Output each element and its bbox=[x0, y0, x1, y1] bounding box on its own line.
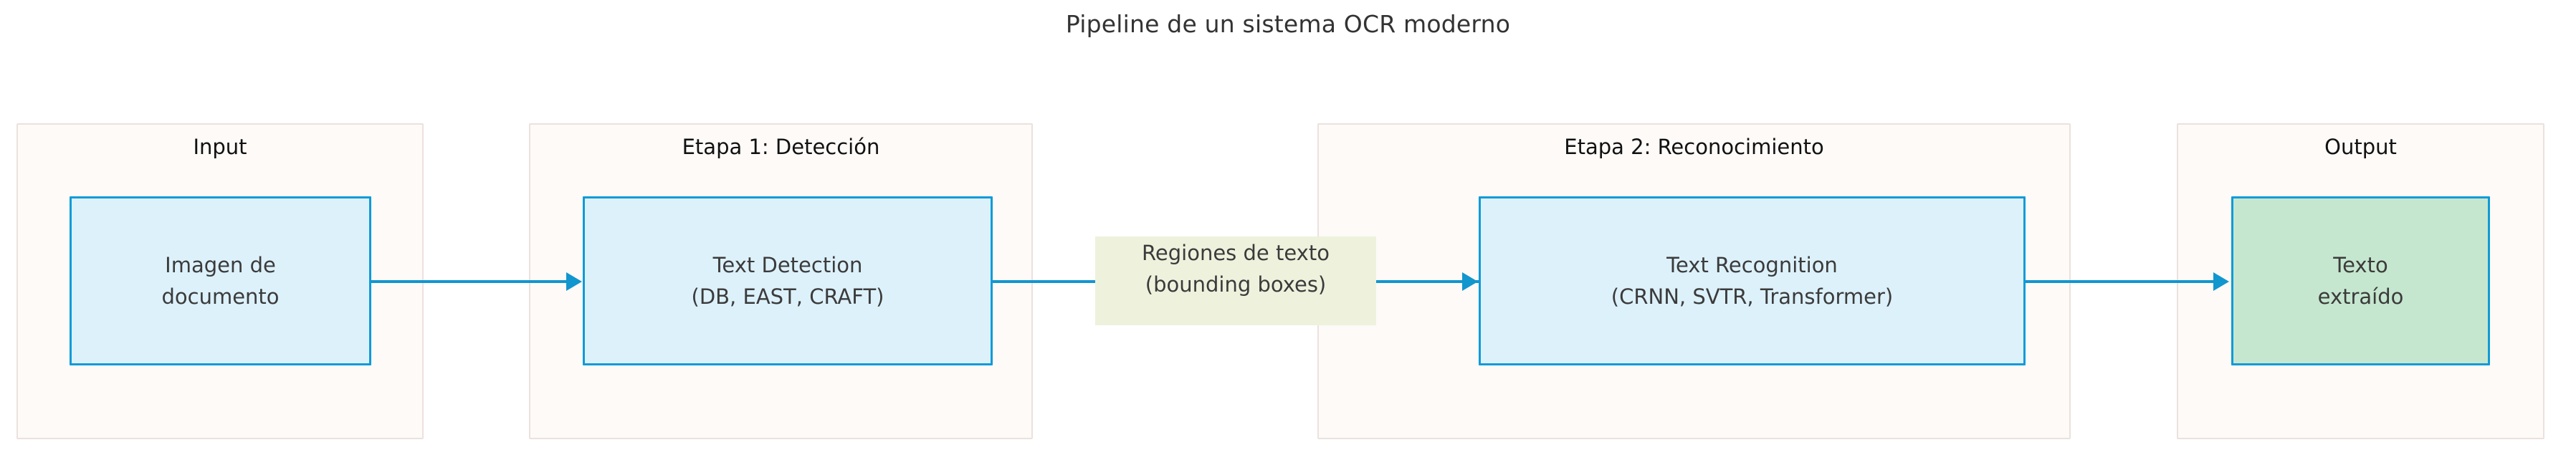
node-text-recognition-line-2: (CRNN, SVTR, Transformer) bbox=[1611, 284, 1894, 309]
node-doc-image-line-2: documento bbox=[161, 284, 280, 309]
edge-label-line-2: (bounding boxes) bbox=[1145, 272, 1327, 297]
edge-detection-to-recognition-arrow-icon bbox=[1462, 272, 1478, 291]
page-title: Pipeline de un sistema OCR moderno bbox=[1065, 10, 1511, 38]
edge-label-line-1: Regiones de texto bbox=[1142, 241, 1330, 265]
node-text-recognition[interactable]: Text Recognition (CRNN, SVTR, Transforme… bbox=[1479, 196, 2026, 365]
node-text-detection-line-2: (DB, EAST, CRAFT) bbox=[691, 284, 884, 309]
node-extracted-text-line-1: Texto bbox=[2333, 252, 2388, 277]
node-extracted-text-line-2: extraído bbox=[2317, 284, 2404, 309]
node-doc-image[interactable]: Imagen de documento bbox=[70, 196, 371, 365]
cluster-output-label: Output bbox=[2324, 135, 2397, 159]
node-doc-image-line-1: Imagen de bbox=[165, 252, 276, 277]
edge-doc-to-detection-arrow-icon bbox=[566, 272, 582, 291]
edge-doc-to-detection-line bbox=[371, 280, 568, 283]
edge-recognition-to-output-line bbox=[2025, 280, 2215, 283]
edge-label-regiones-de-texto: Regiones de texto (bounding boxes) bbox=[1095, 236, 1376, 325]
cluster-stage1-label: Etapa 1: Detección bbox=[682, 135, 880, 159]
cluster-stage2-label: Etapa 2: Reconocimiento bbox=[1564, 135, 1824, 159]
node-text-detection-line-1: Text Detection bbox=[712, 252, 863, 277]
cluster-input-label: Input bbox=[193, 135, 247, 159]
node-extracted-text[interactable]: Texto extraído bbox=[2231, 196, 2490, 365]
node-text-detection[interactable]: Text Detection (DB, EAST, CRAFT) bbox=[583, 196, 993, 365]
edge-recognition-to-output-arrow-icon bbox=[2213, 272, 2229, 291]
node-text-recognition-line-1: Text Recognition bbox=[1666, 252, 1838, 277]
